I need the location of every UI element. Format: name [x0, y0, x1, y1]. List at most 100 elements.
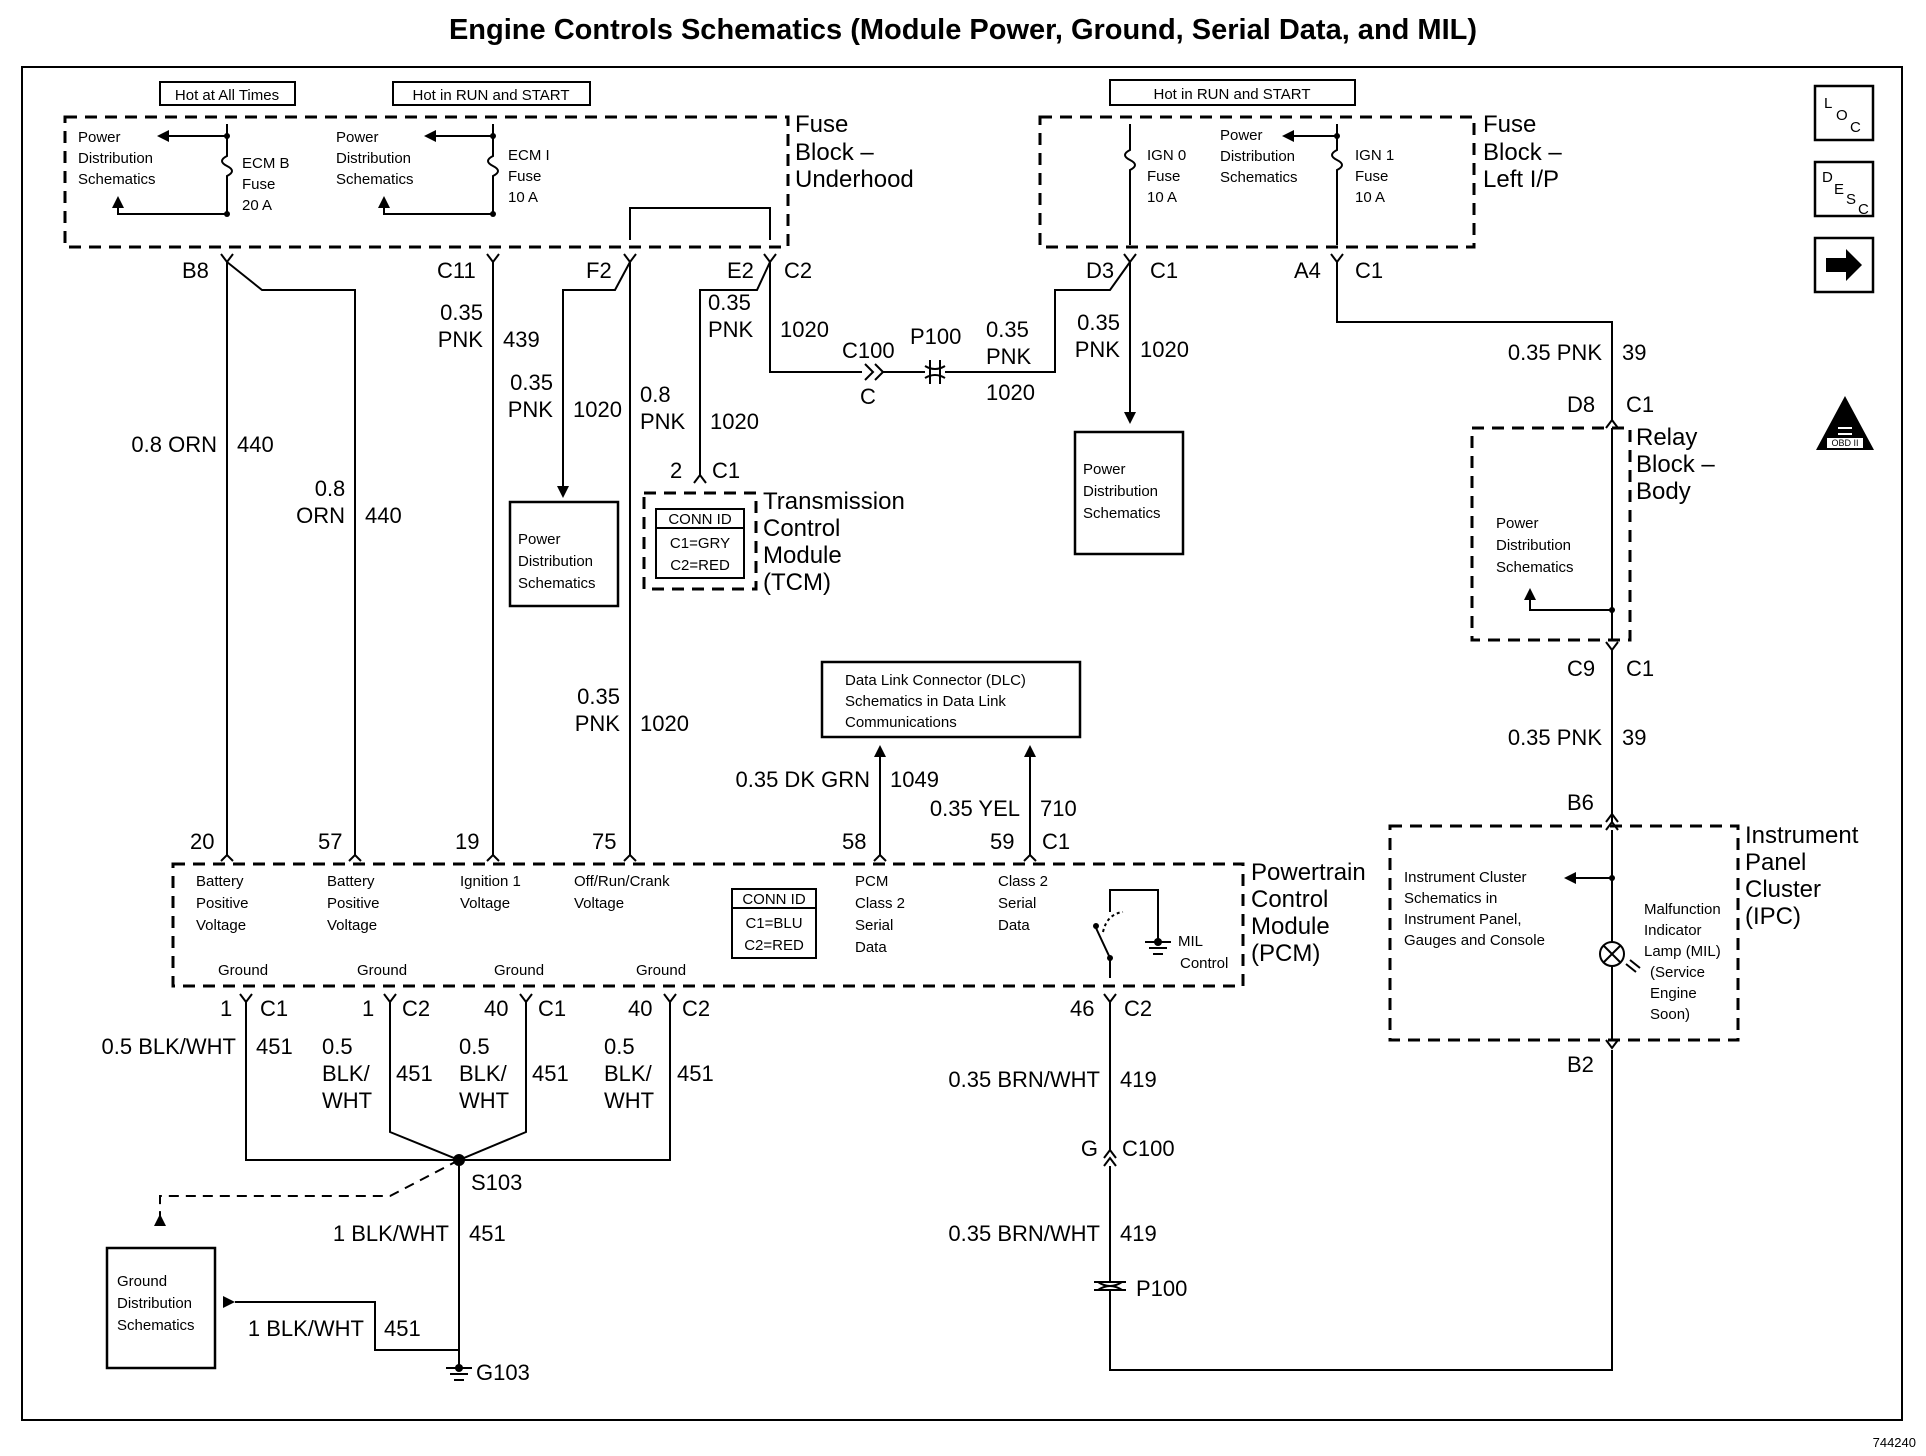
description-icon[interactable]: D E S C — [1813, 160, 1875, 218]
ground-distribution-box[interactable]: Ground Distribution Schematics — [105, 1246, 217, 1370]
svg-text:0.8: 0.8 — [640, 382, 671, 407]
wire-710: 0.35 YEL 710 — [930, 745, 1077, 855]
svg-text:PNK: PNK — [1075, 337, 1121, 362]
svg-text:Schematics: Schematics — [1083, 505, 1161, 522]
wire-39-bottom: 0.35 PNK 39 — [1508, 650, 1646, 822]
svg-text:40: 40 — [628, 996, 652, 1021]
svg-text:Underhood: Underhood — [795, 166, 914, 193]
svg-text:Soon): Soon) — [1650, 1006, 1690, 1023]
wire-419: 0.35 BRN/WHT 419 G C100 0.35 BRN/WHT 419… — [948, 1002, 1613, 1371]
svg-text:Instrument Panel,: Instrument Panel, — [1404, 911, 1522, 928]
svg-text:710: 710 — [1040, 796, 1077, 821]
svg-text:Cluster: Cluster — [1745, 876, 1821, 903]
ground-g103: G103 — [446, 1360, 530, 1385]
svg-text:OBD II: OBD II — [1831, 438, 1858, 448]
svg-text:Gauges and Console: Gauges and Console — [1404, 932, 1545, 949]
svg-text:WHT: WHT — [604, 1088, 654, 1113]
svg-text:S103: S103 — [471, 1170, 522, 1195]
svg-text:Left I/P: Left I/P — [1483, 166, 1559, 193]
ip-connector-pins: D3 C1 A4 C1 — [1086, 253, 1383, 283]
svg-text:Power: Power — [1220, 127, 1263, 144]
next-page-arrow-icon[interactable] — [1813, 236, 1875, 294]
svg-text:0.35 DK GRN: 0.35 DK GRN — [736, 767, 871, 792]
svg-text:WHT: WHT — [459, 1088, 509, 1113]
svg-text:PNK: PNK — [640, 409, 686, 434]
svg-text:0.35: 0.35 — [510, 370, 553, 395]
mil-lamp-icon — [1599, 941, 1641, 973]
svg-text:Ground: Ground — [357, 962, 407, 979]
svg-text:Transmission: Transmission — [763, 488, 905, 515]
svg-text:Lamp (MIL): Lamp (MIL) — [1644, 943, 1721, 960]
wire-440-b: 0.8 ORN 440 — [226, 261, 402, 855]
hot-run-start-tag-2: Hot in RUN and START — [1109, 79, 1356, 106]
svg-text:C2=RED: C2=RED — [744, 937, 804, 954]
svg-text:F2: F2 — [586, 258, 612, 283]
svg-text:20: 20 — [190, 829, 214, 854]
svg-text:Hot in RUN and START: Hot in RUN and START — [1154, 86, 1311, 103]
svg-text:Panel: Panel — [1745, 849, 1806, 876]
svg-text:Control: Control — [763, 515, 840, 542]
svg-text:S: S — [1846, 191, 1856, 208]
svg-text:PNK: PNK — [986, 344, 1032, 369]
splice-s103: S103 1 BLK/WHT 451 — [154, 1154, 522, 1368]
svg-text:D: D — [1822, 169, 1833, 186]
svg-text:C: C — [1850, 119, 1861, 136]
svg-text:Distribution: Distribution — [1083, 483, 1158, 500]
svg-text:BLK/: BLK/ — [322, 1061, 371, 1086]
fuse-ecm-b: ECM B Fuse 20 A — [242, 155, 290, 214]
pcm-top-pins: 20 57 19 75 58 59 C1 — [190, 829, 1070, 862]
svg-text:58: 58 — [842, 829, 866, 854]
obd-ii-icon: OBD II — [1816, 396, 1874, 450]
svg-text:C100: C100 — [842, 338, 895, 363]
pds-box-relay[interactable]: Power Distribution Schematics — [1496, 515, 1574, 576]
location-icon[interactable]: L O C — [1813, 84, 1875, 142]
pcm-input-battery-1: Battery Positive Voltage — [196, 873, 249, 934]
svg-text:1020: 1020 — [1140, 337, 1189, 362]
diagram-border — [21, 66, 1903, 1421]
pds-box-d3[interactable]: Power Distribution Schematics — [1073, 430, 1185, 556]
svg-text:C2: C2 — [402, 996, 430, 1021]
mil-control-switch: MIL Control — [1093, 889, 1228, 978]
svg-text:Voltage: Voltage — [327, 917, 377, 934]
svg-text:IGN 1: IGN 1 — [1355, 147, 1394, 164]
svg-text:Battery: Battery — [327, 873, 375, 890]
svg-text:Schematics: Schematics — [336, 171, 414, 188]
hot-at-all-times-tag: Hot at All Times — [159, 81, 296, 106]
wire-39-top: 0.35 PNK 39 — [1336, 262, 1646, 420]
svg-text:Block –: Block – — [1483, 139, 1562, 166]
svg-text:Distribution: Distribution — [518, 553, 593, 570]
pcm-bottom-pins: 1 C1 1 C2 40 C1 40 C2 46 C2 — [220, 993, 1152, 1021]
svg-text:E: E — [1834, 181, 1844, 198]
data-link-connector-box[interactable]: Data Link Connector (DLC) Schematics in … — [820, 660, 1082, 739]
svg-text:C2=RED: C2=RED — [670, 557, 730, 574]
svg-text:Voltage: Voltage — [460, 895, 510, 912]
svg-text:CONN ID: CONN ID — [668, 511, 732, 528]
svg-text:ECM B: ECM B — [242, 155, 290, 172]
svg-text:1: 1 — [220, 996, 232, 1021]
svg-text:0.5: 0.5 — [604, 1034, 635, 1059]
svg-text:57: 57 — [318, 829, 342, 854]
svg-text:46: 46 — [1070, 996, 1094, 1021]
svg-text:451: 451 — [256, 1034, 293, 1059]
svg-text:D8: D8 — [1567, 392, 1595, 417]
svg-text:Ground: Ground — [494, 962, 544, 979]
svg-text:PCM: PCM — [855, 873, 888, 890]
svg-text:Schematics: Schematics — [518, 575, 596, 592]
svg-text:0.35: 0.35 — [1077, 310, 1120, 335]
svg-text:PNK: PNK — [508, 397, 554, 422]
svg-text:B2: B2 — [1567, 1052, 1594, 1077]
fuse-block-left-ip: Fuse Block – Left I/P IGN 0 Fuse 10 A Po… — [1038, 111, 1562, 249]
mil-lamp-label: Malfunction Indicator Lamp (MIL) (Servic… — [1644, 901, 1721, 1023]
svg-text:Hot at All Times: Hot at All Times — [175, 87, 279, 104]
pcm-serial-data-2: Class 2 Serial Data — [998, 873, 1048, 934]
pcm-conn-id: CONN ID C1=BLU C2=RED — [731, 888, 817, 959]
svg-text:Schematics in: Schematics in — [1404, 890, 1497, 907]
pcm-ground-labels: Ground Ground Ground Ground — [218, 962, 686, 979]
wire-1020-pcm: 0.8 PNK 0.35 PNK 1020 — [575, 262, 689, 855]
relay-block-body: D8 C1 Relay Block – Body Power Distribut… — [1470, 392, 1715, 681]
tcm-conn-id: CONN ID C1=GRY C2=RED — [655, 508, 745, 579]
pds-box-f2[interactable]: Power Distribution Schematics — [508, 500, 620, 608]
fuse-ecm-i: ECM I Fuse 10 A — [508, 147, 550, 206]
svg-text:CONN ID: CONN ID — [742, 891, 806, 908]
